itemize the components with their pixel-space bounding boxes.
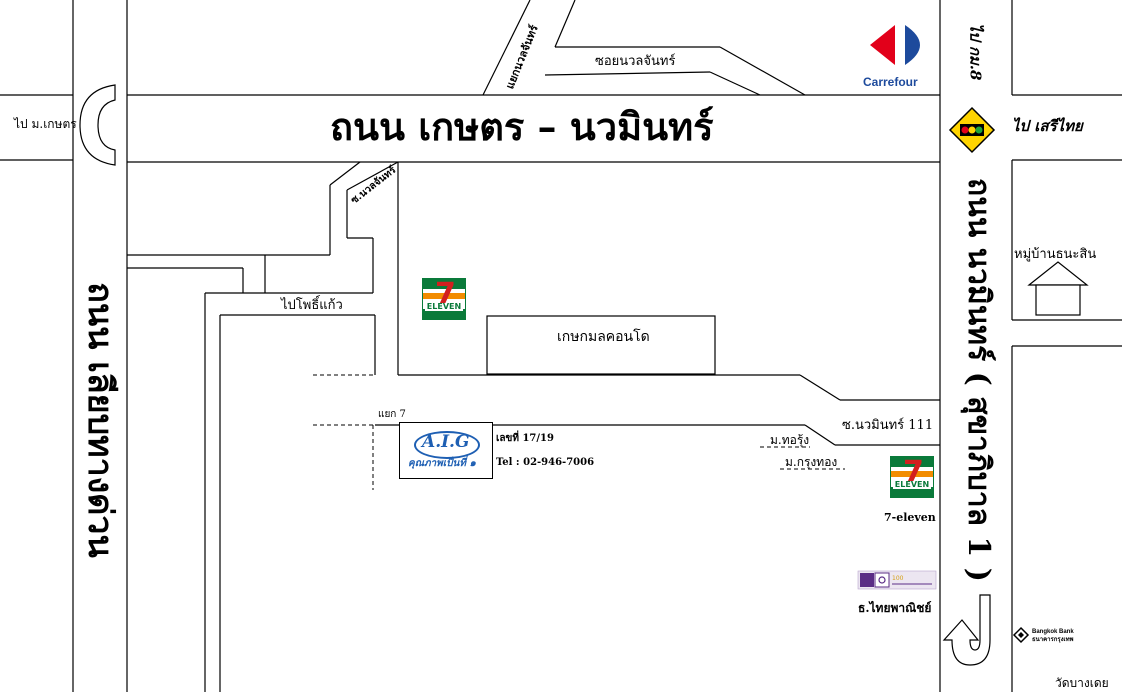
carrefour-logo-text: Carrefour	[863, 75, 918, 89]
bangkok-bank-mark-icon	[1012, 626, 1030, 644]
scb-label: ธ.ไทยพาณิชย์	[858, 601, 932, 615]
seven-eleven-label: 7-eleven	[884, 511, 936, 524]
condo-label: เกษกมลคอนโด	[557, 329, 650, 345]
aig-tagline: คุณภาพเป็นที่ ๑	[408, 458, 476, 469]
aig-logo-text: A.I.G	[422, 432, 470, 452]
seven-eleven-logo-bottom: 7 ELEVEN	[890, 456, 934, 498]
right-road-label: ถนน นวมินทร์ ( สุขาภิบาล 1 )	[961, 178, 996, 582]
aig-box: A.I.G คุณภาพเป็นที่ ๑	[399, 422, 493, 479]
aig-tel: Tel : 02-946-7006	[496, 457, 595, 468]
aig-address: เลขที่ 17/19	[496, 433, 554, 444]
to-kaset-label: ไป ม.เกษตร	[14, 117, 77, 131]
to-seri-thai-label: ไป เสรีไทย	[1012, 117, 1083, 135]
seven-eleven-logo-top: 7 ELEVEN	[422, 278, 466, 320]
soi-nawamin111-label: ซ.นวมินทร์ 111	[842, 418, 934, 433]
left-road-label: ถนน เลียบทางด่วน	[80, 282, 120, 558]
house-icon	[1027, 261, 1089, 316]
bangkok-bank-th: ธนาคารกรุงเทพ	[1032, 636, 1074, 643]
main-road-label: ถนน เกษตร – นวมินทร์	[330, 104, 714, 149]
u-turn-left-icon	[79, 84, 116, 166]
yaek7-label: แยก 7	[378, 409, 406, 420]
traffic-light-icon	[948, 106, 996, 154]
soi-nuanchan-label: ซอยนวลจันทร์	[595, 54, 676, 69]
eleven-wordmark: ELEVEN	[425, 302, 463, 311]
to-km8-label: ไป กม.8	[966, 23, 985, 81]
scb-logo-icon: 100	[857, 570, 937, 590]
m-torung-label: ม.ทอรุ้ง	[770, 433, 810, 447]
m-krungthong-label: ม.กรุงทอง	[785, 455, 838, 469]
bangkok-bank-en: Bangkok Bank	[1032, 629, 1074, 635]
svg-text:100: 100	[892, 575, 904, 582]
eleven-wordmark: ELEVEN	[893, 480, 931, 489]
seven-digit-icon: 7	[435, 277, 456, 312]
carrefour-mark-icon	[870, 25, 920, 65]
village-label: หมู่บ้านธนะสิน	[1014, 247, 1097, 262]
u-turn-right-icon	[942, 594, 991, 666]
aig-logo	[414, 431, 480, 459]
to-phosikaew-label: ไปโพธิ์แก้ว	[281, 298, 343, 313]
wat-label: วัดบางเดย	[1055, 676, 1109, 690]
seven-digit-icon: 7	[903, 455, 924, 490]
